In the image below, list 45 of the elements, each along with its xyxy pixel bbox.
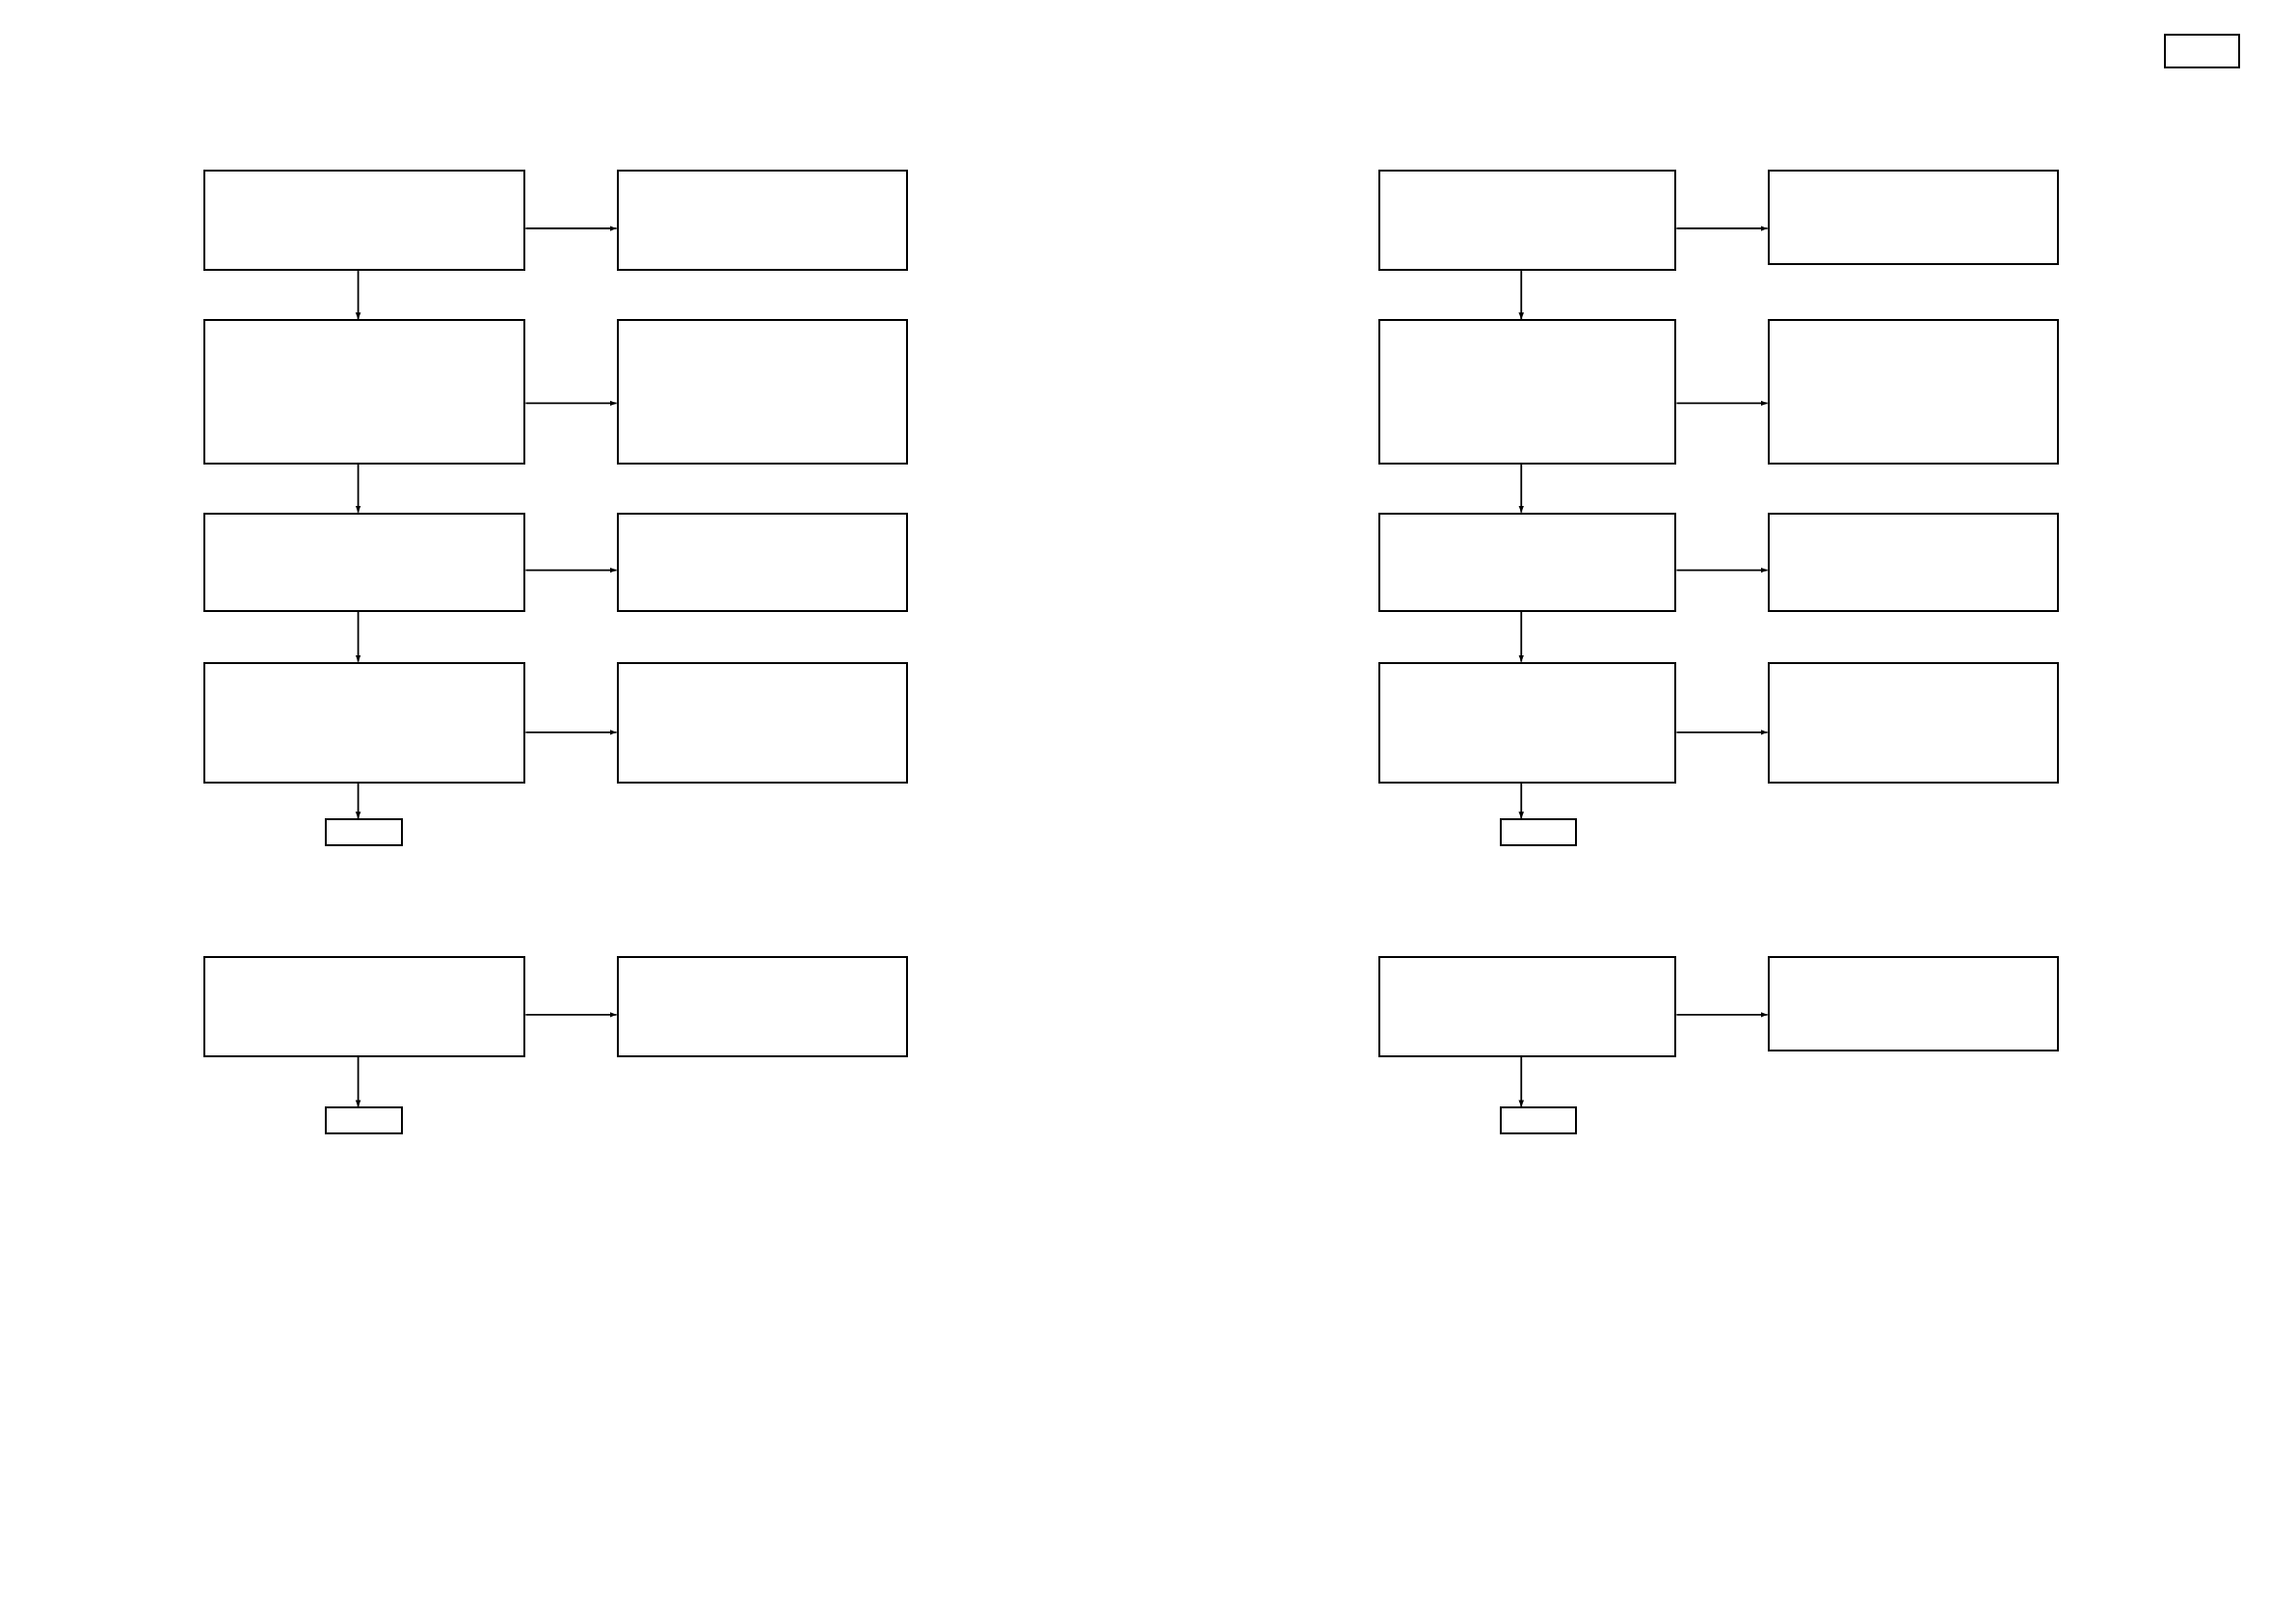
arrow: [1675, 226, 1769, 231]
empty-box: [203, 661, 526, 784]
arrow: [1518, 611, 1525, 663]
arrow: [355, 1055, 361, 1108]
empty-box: [203, 319, 526, 465]
arrow: [355, 270, 361, 321]
empty-box: [616, 956, 908, 1057]
arrow: [1675, 730, 1769, 735]
empty-box: [616, 319, 908, 465]
arrow: [524, 730, 618, 735]
empty-box: [203, 512, 526, 612]
empty-box: [1499, 818, 1578, 847]
empty-box: [1767, 512, 2059, 612]
arrow: [524, 226, 618, 231]
empty-box: [1767, 319, 2059, 465]
empty-box: [1767, 661, 2059, 784]
arrow: [1675, 1012, 1769, 1018]
empty-box: [325, 1106, 403, 1135]
arrow: [524, 1012, 618, 1018]
empty-box: [616, 661, 908, 784]
arrow: [524, 567, 618, 573]
empty-box: [616, 512, 908, 612]
empty-box: [203, 170, 526, 272]
empty-box: [1767, 170, 2059, 265]
empty-box: [616, 170, 908, 272]
empty-box: [1377, 661, 1677, 784]
arrow: [355, 611, 361, 663]
arrow: [1518, 782, 1525, 820]
empty-box: [1767, 956, 2059, 1051]
empty-box: [203, 956, 526, 1057]
arrow: [524, 400, 618, 407]
arrow: [1675, 400, 1769, 407]
arrow: [1518, 463, 1525, 514]
arrow: [1518, 1055, 1525, 1108]
empty-box: [1377, 956, 1677, 1057]
arrow: [1518, 270, 1525, 321]
empty-box: [1499, 1106, 1578, 1135]
arrow: [1675, 567, 1769, 573]
arrow: [355, 782, 361, 820]
empty-box: [325, 818, 403, 847]
empty-box: [1377, 319, 1677, 465]
empty-box: [2164, 33, 2241, 69]
arrow: [355, 463, 361, 514]
empty-box: [1377, 512, 1677, 612]
empty-box: [1377, 170, 1677, 272]
